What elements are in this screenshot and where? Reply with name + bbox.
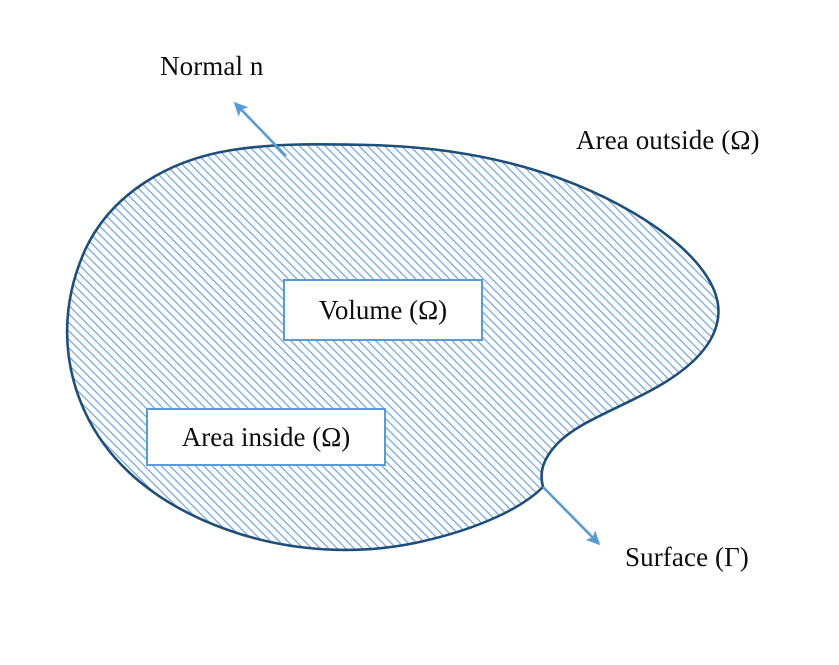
normal-arrow xyxy=(233,101,287,157)
hatched-domain-region xyxy=(65,142,720,552)
surface-arrow xyxy=(542,486,601,546)
normal-label: Normal n xyxy=(160,51,264,81)
volume-callout-label: Volume (Ω) xyxy=(318,294,448,325)
area-inside-callout-box: Area inside (Ω) xyxy=(146,408,386,466)
surface-label: Surface (Γ) xyxy=(625,542,749,572)
area-outside-label: Area outside (Ω) xyxy=(576,125,760,155)
area-inside-callout-label: Area inside (Ω) xyxy=(181,421,351,452)
volume-callout-box: Volume (Ω) xyxy=(283,279,483,341)
